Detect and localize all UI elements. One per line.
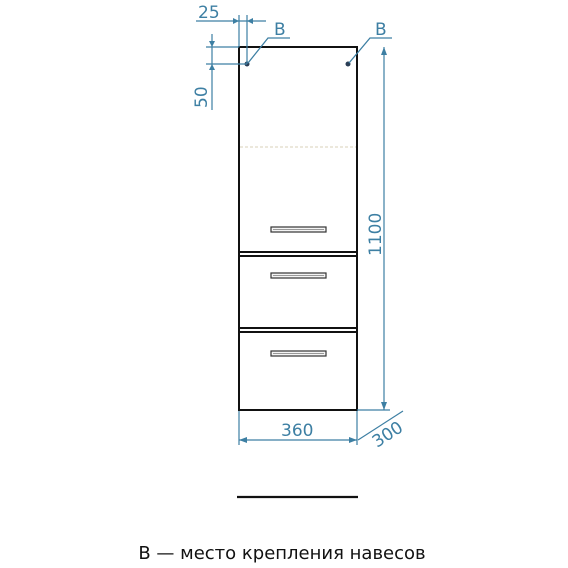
leader-right (348, 37, 392, 64)
dimension-offset-y-label: 50 (192, 86, 212, 108)
dimension-depth-label: 300 (369, 418, 407, 452)
dimension-width-label: 360 (281, 421, 313, 441)
dimension-height: 1100 (357, 47, 390, 411)
dimension-depth: 300 (357, 410, 407, 452)
dimension-height-label: 1100 (366, 213, 386, 256)
dimension-offset-y: 50 (192, 34, 247, 110)
dimension-width: 360 (238, 411, 358, 445)
dimension-offset-x: 25 (196, 3, 266, 64)
legend-text: В — место крепления навесов (138, 543, 425, 564)
dimension-offset-x-label: 25 (198, 3, 220, 23)
hinge-leaders: B B (247, 20, 392, 64)
leader-left (247, 37, 290, 64)
marker-right-label: B (375, 20, 387, 40)
marker-left-label: B (274, 20, 286, 40)
cabinet (238, 46, 358, 411)
